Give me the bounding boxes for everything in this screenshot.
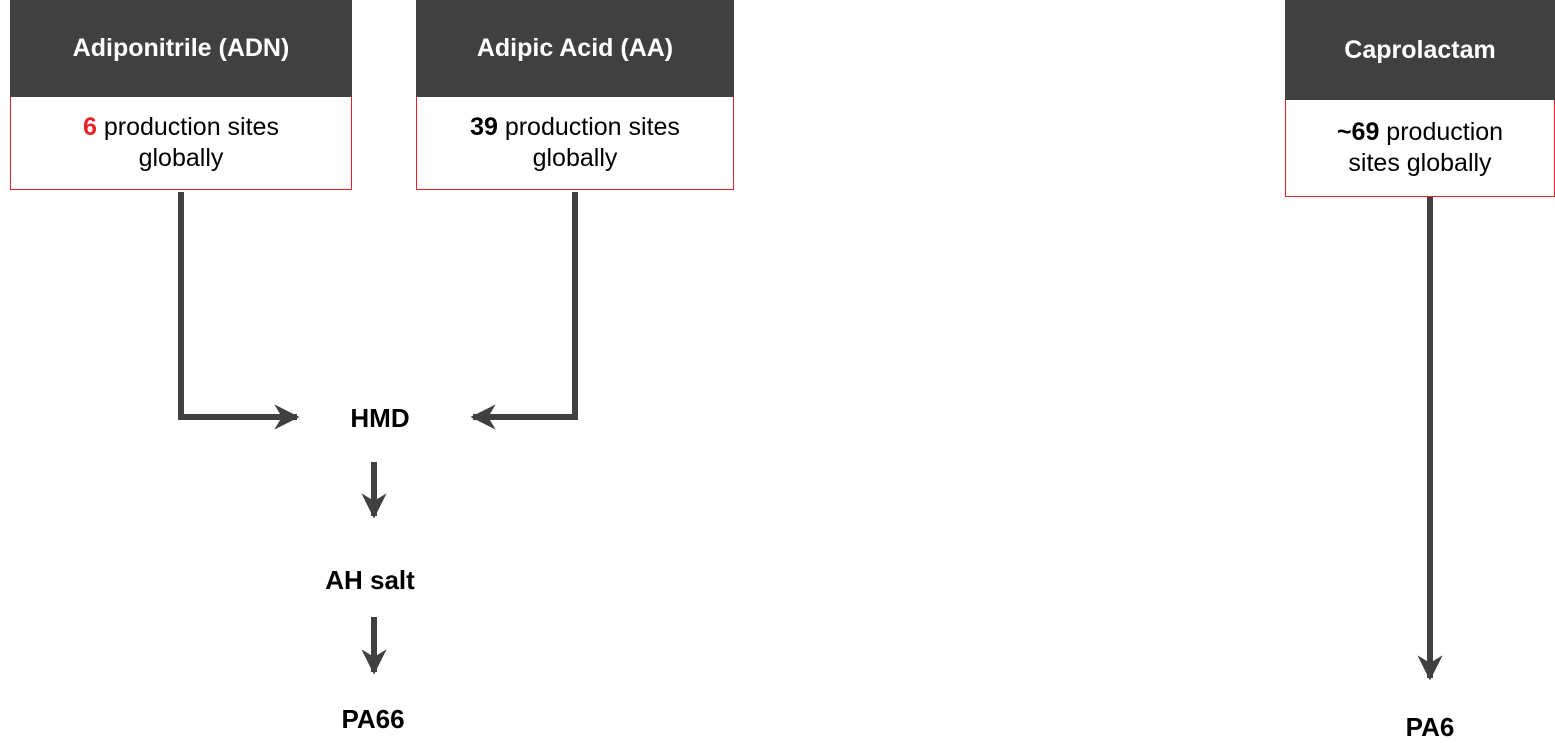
aa-site-text-line2: globally xyxy=(532,144,618,172)
caprolactam-site-text-line2: sites globally xyxy=(1348,149,1492,177)
card-adiponitrile-title: Adiponitrile (ADN) xyxy=(10,0,352,97)
adn-site-text-line1: production sites xyxy=(96,113,279,141)
caprolactam-site-count: ~69 xyxy=(1336,118,1380,146)
adn-site-text-line2: globally xyxy=(138,144,224,172)
card-adiponitrile-body: 6 production sites globally xyxy=(10,97,352,190)
card-caprolactam: Caprolactam ~69 production sites globall… xyxy=(1285,0,1555,197)
card-adipic-acid: Adipic Acid (AA) 39 production sites glo… xyxy=(416,0,734,192)
node-hmd: HMD xyxy=(350,403,410,433)
card-caprolactam-body: ~69 production sites globally xyxy=(1285,100,1555,197)
card-caprolactam-title: Caprolactam xyxy=(1285,0,1555,100)
caprolactam-site-text-line1: production xyxy=(1379,118,1504,146)
node-ah-salt: AH salt xyxy=(325,565,415,595)
node-pa66: PA66 xyxy=(341,704,405,734)
aa-to-hmd-arrow xyxy=(470,192,578,430)
aa-site-text-line1: production sites xyxy=(497,113,680,141)
node-pa6: PA6 xyxy=(1405,712,1455,742)
adn-to-hmd-arrow xyxy=(178,192,300,430)
card-adipic-acid-body: 39 production sites globally xyxy=(416,97,734,190)
adn-site-count: 6 xyxy=(83,113,97,141)
aa-site-count: 39 xyxy=(470,113,498,141)
card-adipic-acid-title: Adipic Acid (AA) xyxy=(416,0,734,97)
card-adiponitrile: Adiponitrile (ADN) 6 production sites gl… xyxy=(10,0,352,192)
